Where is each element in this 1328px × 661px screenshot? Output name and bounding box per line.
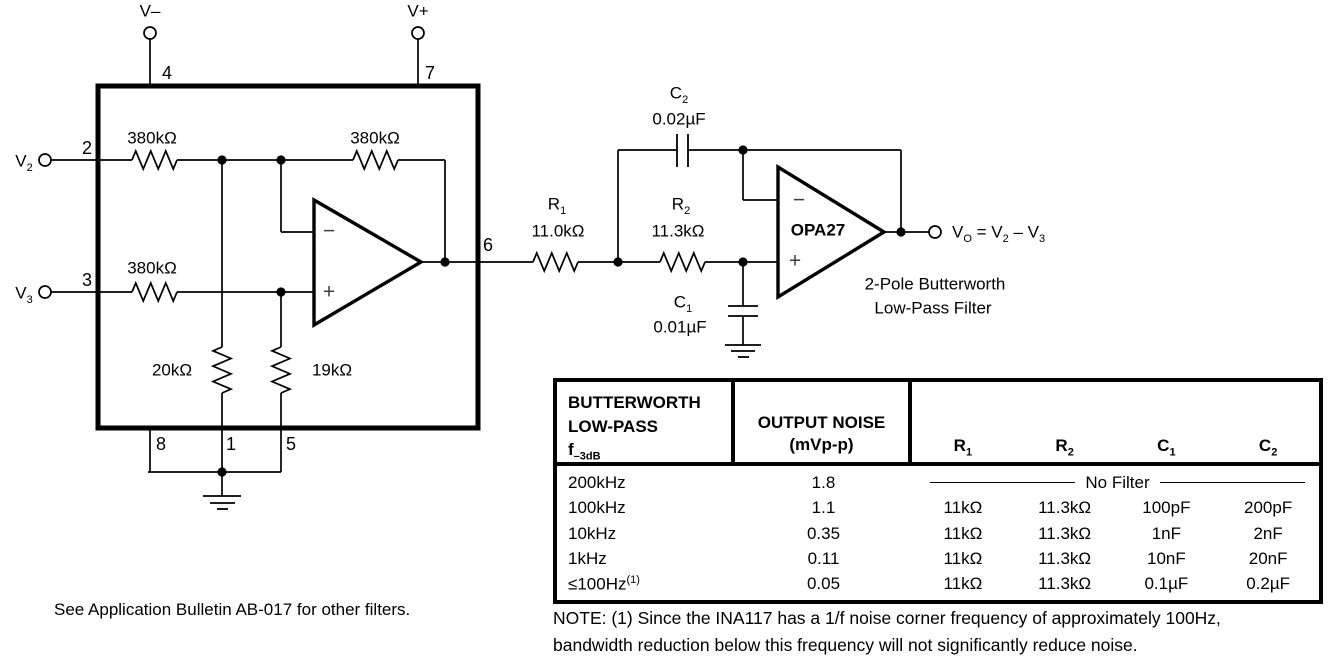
resistor-380k-feedback-label: 380kΩ <box>350 128 400 148</box>
opa27-minus-symbol: − <box>792 188 806 212</box>
table-header-components: R1 R2 C1 C2 <box>912 382 1319 462</box>
terminal-v2 <box>38 153 52 167</box>
pin-6-label: 6 <box>482 235 494 255</box>
terminal-v3 <box>38 285 52 299</box>
see-bulletin-caption: See Application Bulletin AB-017 for othe… <box>54 600 411 619</box>
resistor-symbols <box>131 148 706 394</box>
header-f3db: f–3dB <box>568 440 601 463</box>
ground-symbol-left <box>203 495 241 510</box>
r2-value-label: 11.3kΩ <box>651 221 705 241</box>
resistor-380k-feedback <box>352 148 399 172</box>
footnote-marker: (1) <box>626 574 640 586</box>
header-mvpp: (mVp-p) <box>789 435 854 454</box>
c2-value-label: 0.02µF <box>652 109 706 129</box>
capacitor-symbols <box>676 134 758 317</box>
table-header-output-noise: OUTPUT NOISE (mVp-p) <box>735 382 912 462</box>
terminals <box>38 26 942 299</box>
ground-symbols <box>203 344 761 510</box>
c2-name-label: C2 <box>669 83 689 106</box>
table-footnote: NOTE: (1) Since the INA117 has a 1/f noi… <box>553 605 1328 658</box>
table-row-200khz: 200kHz 1.8 No Filter <box>557 470 1319 495</box>
r1-value-label: 11.0kΩ <box>531 221 585 241</box>
r2-name-label: R2 <box>671 194 691 217</box>
resistor-380k-input-top <box>131 148 178 172</box>
filter-caption-line2: Low-Pass Filter <box>874 298 992 318</box>
v3-input-label: V3 <box>15 283 33 306</box>
table-body: 200kHz 1.8 No Filter 100kHz 1.1 11kΩ 11.… <box>557 466 1319 600</box>
resistor-380k-input-bottom <box>131 280 178 304</box>
opa27-label: OPA27 <box>790 220 846 240</box>
v-plus-label: V+ <box>407 1 429 21</box>
resistor-r2 <box>659 250 706 274</box>
footnote-line2: bandwidth reduction below this frequency… <box>553 634 1138 655</box>
footnote-line1: NOTE: (1) Since the INA117 has a 1/f noi… <box>553 608 1221 628</box>
header-low-pass: LOW-PASS <box>568 416 659 436</box>
header-r1: R1 <box>953 436 973 459</box>
header-r2: R2 <box>1055 436 1074 459</box>
output-equation: VO = V2 – V3 <box>952 222 1046 245</box>
no-filter-label: No Filter <box>1085 472 1150 492</box>
ground-symbol-c1 <box>725 344 761 358</box>
table-row-100hz: ≤100Hz(1) 0.05 11kΩ 11.3kΩ 0.1µF 0.2µF <box>568 574 1291 594</box>
table-row-1khz: 1kHz 0.11 11kΩ 11.3kΩ 10nF 20nF <box>568 548 1288 568</box>
opamp-internal-triangle <box>312 197 425 328</box>
no-filter-rule-left <box>930 482 1076 484</box>
header-c1: C1 <box>1157 436 1176 459</box>
pin-3-label: 3 <box>81 270 93 290</box>
terminal-vo <box>928 225 942 239</box>
table-header-row: BUTTERWORTH LOW-PASS f–3dB OUTPUT NOISE … <box>557 382 1319 466</box>
table-header-frequency: BUTTERWORTH LOW-PASS f–3dB <box>557 382 735 462</box>
pin-4-label: 4 <box>161 63 173 83</box>
header-butterworth: BUTTERWORTH <box>568 393 701 412</box>
opa27-plus-symbol: + <box>788 249 802 273</box>
table-row-10khz: 10kHz 0.35 11kΩ 11.3kΩ 1nF 2nF <box>568 523 1283 543</box>
filter-caption-line1: 2-Pole Butterworth <box>864 274 1006 294</box>
table-row-100khz: 100kHz 1.1 11kΩ 11.3kΩ 100pF 200pF <box>568 498 1293 518</box>
junction-dots <box>217 145 906 477</box>
r1-name-label: R1 <box>547 194 567 217</box>
opamp1-minus-symbol: − <box>322 219 336 243</box>
pin-2-label: 2 <box>81 138 93 158</box>
terminal-v-plus <box>411 26 425 40</box>
pin-7-label: 7 <box>424 63 436 83</box>
resistor-380k-top-label: 380kΩ <box>127 128 177 148</box>
capacitor-c1 <box>728 305 758 317</box>
header-output-noise: OUTPUT NOISE <box>757 413 886 432</box>
opa27-triangle <box>776 163 888 301</box>
resistor-r1 <box>532 250 579 274</box>
resistor-20k <box>210 346 234 394</box>
resistor-20k-label: 20kΩ <box>151 360 193 380</box>
resistor-19k-label: 19kΩ <box>311 360 353 380</box>
v-minus-label: V– <box>139 1 161 21</box>
pin-5-label: 5 <box>285 434 297 454</box>
header-c2: C2 <box>1258 436 1278 459</box>
pin-8-label: 8 <box>155 434 167 454</box>
no-filter-span: No Filter <box>912 473 1319 493</box>
pin-1-label: 1 <box>225 434 237 454</box>
opamp1-plus-symbol: + <box>322 280 336 304</box>
capacitor-c2 <box>676 134 689 167</box>
v2-input-label: V2 <box>15 151 33 174</box>
terminal-v-minus <box>143 26 157 40</box>
butterworth-filter-table: BUTTERWORTH LOW-PASS f–3dB OUTPUT NOISE … <box>553 378 1323 604</box>
c1-name-label: C1 <box>673 292 693 315</box>
resistor-19k <box>269 346 293 394</box>
ina117-package-box <box>95 83 481 431</box>
c1-value-label: 0.01µF <box>653 317 707 337</box>
resistor-380k-bottom-label: 380kΩ <box>127 258 177 278</box>
no-filter-rule-right <box>1159 482 1306 484</box>
